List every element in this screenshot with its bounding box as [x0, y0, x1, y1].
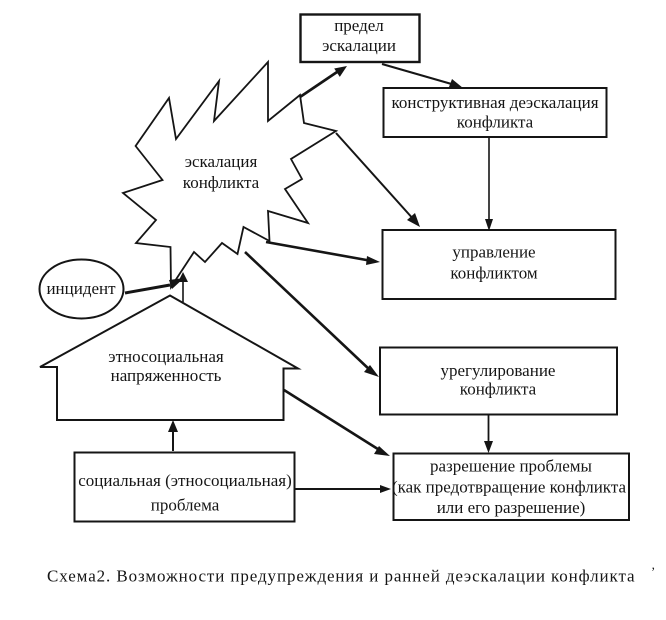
svg-text:конфликта: конфликта: [460, 380, 537, 399]
svg-text:Схема2. Возможности предупрежд: Схема2. Возможности предупреждения и ран…: [47, 567, 635, 586]
svg-text:эскалации: эскалации: [322, 36, 396, 55]
svg-text:разрешение проблемы: разрешение проблемы: [430, 457, 593, 476]
svg-text:этносоциальная: этносоциальная: [108, 347, 224, 366]
svg-text:конфликтом: конфликтом: [450, 264, 538, 283]
svg-text:(как предотвращение конфликта: (как предотвращение конфликта: [392, 478, 627, 497]
svg-text:инцидент: инцидент: [46, 279, 116, 298]
svg-text:напряженность: напряженность: [111, 366, 222, 385]
svg-text:конструктивная деэскалация: конструктивная деэскалация: [391, 93, 598, 112]
svg-text:эскалация: эскалация: [185, 152, 258, 171]
svg-text:конфликта: конфликта: [183, 173, 260, 192]
svg-text:предел: предел: [334, 16, 384, 35]
svg-text:проблема: проблема: [151, 496, 220, 515]
svg-text:урегулирование: урегулирование: [441, 361, 556, 380]
svg-text:или его разрешение): или его разрешение): [437, 498, 586, 517]
svg-text:конфликта: конфликта: [457, 113, 534, 132]
svg-text:управление: управление: [452, 243, 535, 262]
svg-text:’: ’: [651, 564, 655, 579]
svg-text:социальная (этносоциальная): социальная (этносоциальная): [78, 471, 292, 490]
